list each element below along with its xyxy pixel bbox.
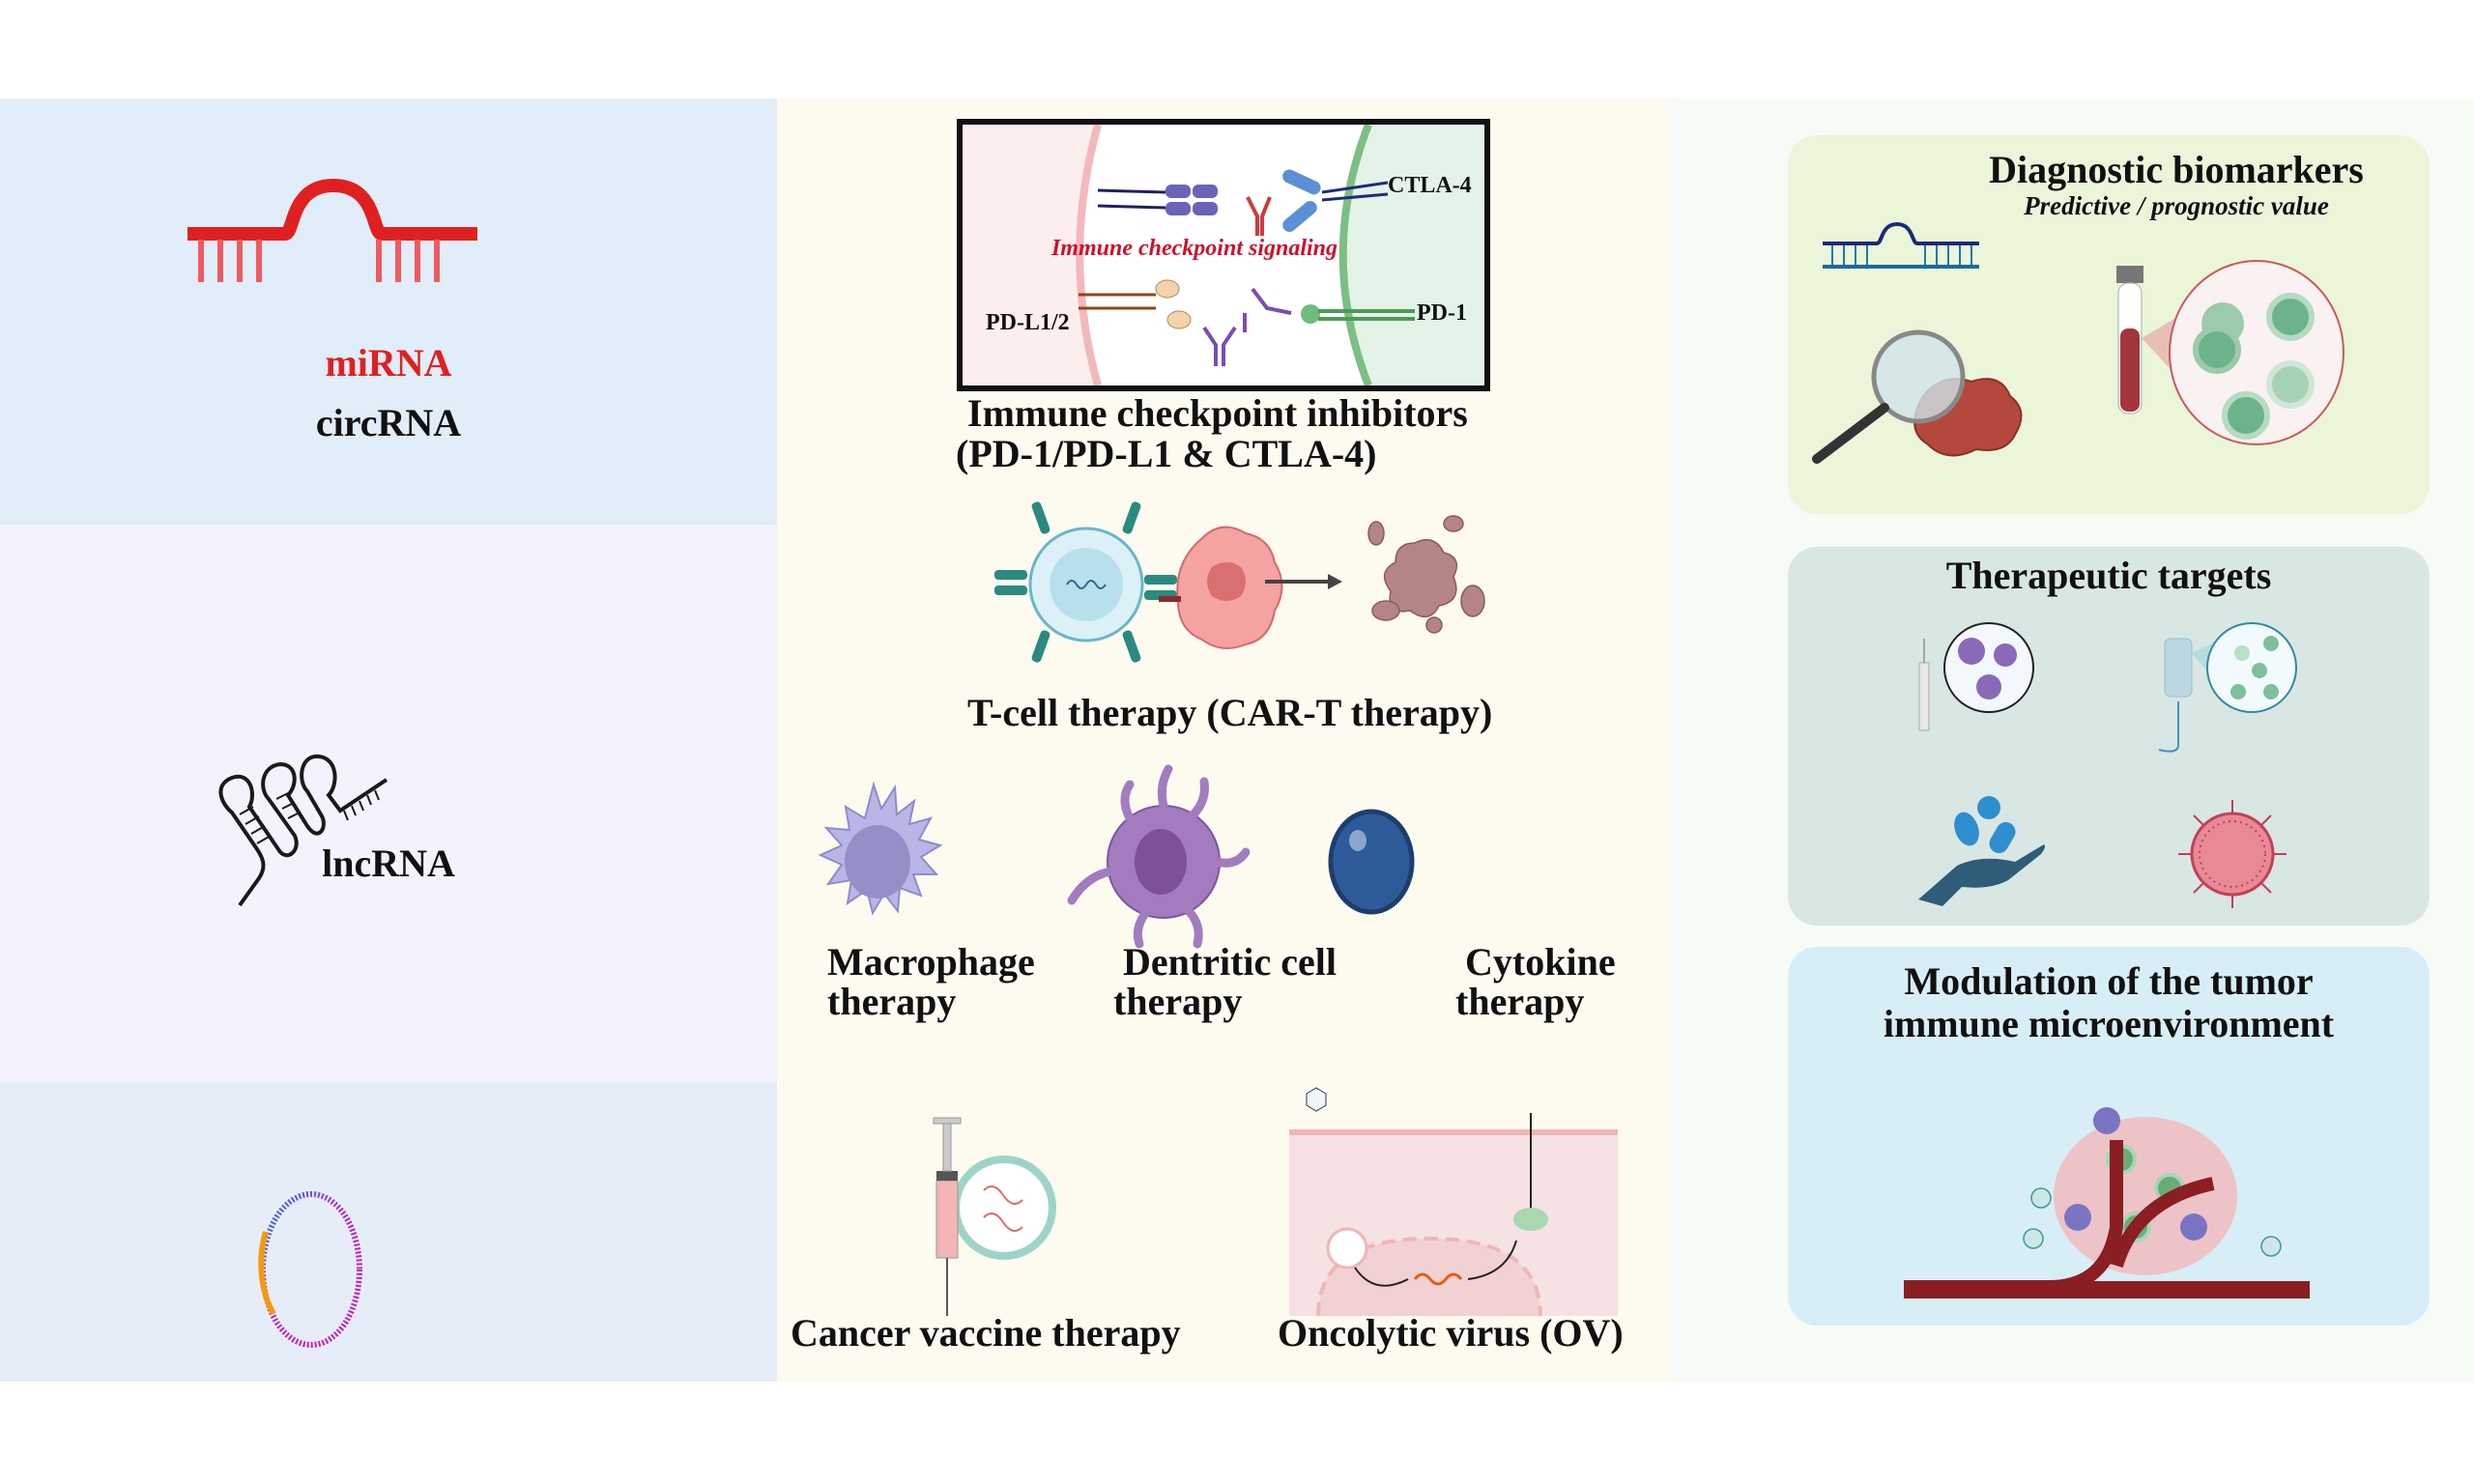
therapeutic-targets-card: Therapeutic targets — [1788, 547, 2430, 926]
applications-column: Diagnostic biomarkers Predictive / progn… — [1668, 99, 2474, 1382]
cell-therapy-illustrations — [818, 764, 1415, 949]
therapeutic-targets-title: Therapeutic targets — [1945, 554, 2272, 597]
macrophage-label-line1: Macrophage — [827, 940, 1035, 984]
pdl1-label: PD-L1/2 — [986, 310, 1070, 335]
checkpoint-box: Immune checkpoint signaling CTLA-4 PD-L1… — [957, 119, 1490, 391]
circrna-icon — [258, 1191, 362, 1348]
lncrna-panel: lncRNA — [0, 525, 777, 1082]
dendritic-cell-icon — [1067, 764, 1251, 949]
tumor-mass-icon — [2054, 1107, 2237, 1275]
cytokine-label-line2: therapy — [1455, 980, 1585, 1023]
lysed-tumor-icon — [1367, 515, 1485, 634]
magnifier-icon — [1812, 329, 1966, 464]
checkpoint-signaling-label: Immune checkpoint signaling — [1050, 236, 1338, 261]
pdl1-ligand-icon — [1079, 279, 1192, 329]
car-t-cell-icon — [994, 501, 1177, 663]
dendritic-label-line1: Dentritic cell — [1123, 940, 1337, 984]
cell-injection-icon — [1918, 622, 2034, 731]
tme-illustration — [1904, 1107, 2310, 1298]
tme-title-line1: Modulation of the tumor — [1904, 959, 2314, 1003]
biomarkers-card: Diagnostic biomarkers Predictive / progn… — [1788, 135, 2430, 514]
circrna-panel: circRNA — [0, 401, 777, 1382]
mirna-label: miRNA — [325, 341, 452, 385]
oncolytic-title: Oncolytic virus (OV) — [1278, 1311, 1624, 1355]
mirna-icon — [187, 178, 477, 282]
checkpoint-title-line2: (PD-1/PD-L1 & CTLA-4) — [956, 432, 1377, 475]
macrophage-icon — [818, 781, 943, 916]
arrow-icon — [1265, 574, 1342, 589]
biomarkers-title: Diagnostic biomarkers — [1989, 148, 2364, 191]
pd1-label: PD-1 — [1417, 300, 1467, 326]
circrna-label: circRNA — [315, 401, 462, 444]
ctla4-ligand-icon — [1097, 185, 1218, 215]
virus-icon — [2178, 800, 2287, 908]
tme-card: Modulation of the tumor immune microenvi… — [1788, 947, 2430, 1326]
tumor-cell-icon — [1159, 526, 1283, 649]
ctla4-receptor-icon — [1282, 169, 1389, 232]
blood-vessel-icon — [1904, 1140, 2310, 1298]
mirna-panel: miRNA — [0, 99, 777, 525]
blood-tube-icon — [2116, 266, 2143, 414]
checkpoint-title-line1: Immune checkpoint inhibitors — [967, 391, 1468, 435]
dendritic-label-line2: therapy — [1113, 980, 1243, 1023]
therapeutic-target-illustrations — [1918, 622, 2297, 908]
rna-duplex-icon — [1823, 221, 1979, 269]
anti-pd1-antibody-icon — [1202, 287, 1292, 366]
vaccine-ov-illustrations — [933, 1087, 1618, 1317]
vaccine-title: Cancer vaccine therapy — [791, 1311, 1181, 1355]
circulating-cells-icon — [2142, 260, 2345, 445]
lncrna-icon — [218, 755, 388, 907]
cell-membranes — [963, 125, 1484, 385]
iv-infusion-icon — [2158, 622, 2297, 753]
cart-illustration — [994, 501, 1485, 663]
biomarkers-subtitle: Predictive / prognostic value — [2024, 191, 2329, 220]
checkpoint-diagram: Immune checkpoint signaling CTLA-4 PD-L1… — [957, 119, 1668, 404]
pd1-receptor-icon — [1301, 304, 1415, 324]
vaccine-syringe-icon — [933, 1117, 1056, 1316]
oncolytic-virus-icon — [1289, 1087, 1618, 1317]
anti-ctla4-antibody-icon — [1246, 196, 1272, 236]
cart-title: T-cell therapy (CAR-T therapy) — [967, 691, 1493, 734]
macrophage-label-line2: therapy — [827, 980, 957, 1023]
ctla4-label: CTLA-4 — [1388, 173, 1472, 198]
biomarker-illustrations — [1812, 221, 2345, 464]
cytokine-icon — [1328, 809, 1415, 915]
immunotherapy-column: Immune checkpoint signaling CTLA-4 PD-L1… — [777, 99, 1668, 1382]
tme-title-line2: immune microenvironment — [1883, 1002, 2335, 1045]
ncrna-column: miRNA lncRNA — [0, 99, 777, 1382]
lncrna-label: lncRNA — [322, 842, 455, 885]
drug-hand-icon — [1918, 796, 2045, 906]
cytokine-label-line1: Cytokine — [1465, 940, 1616, 984]
immune-cells-outside-icon — [2023, 1187, 2282, 1257]
